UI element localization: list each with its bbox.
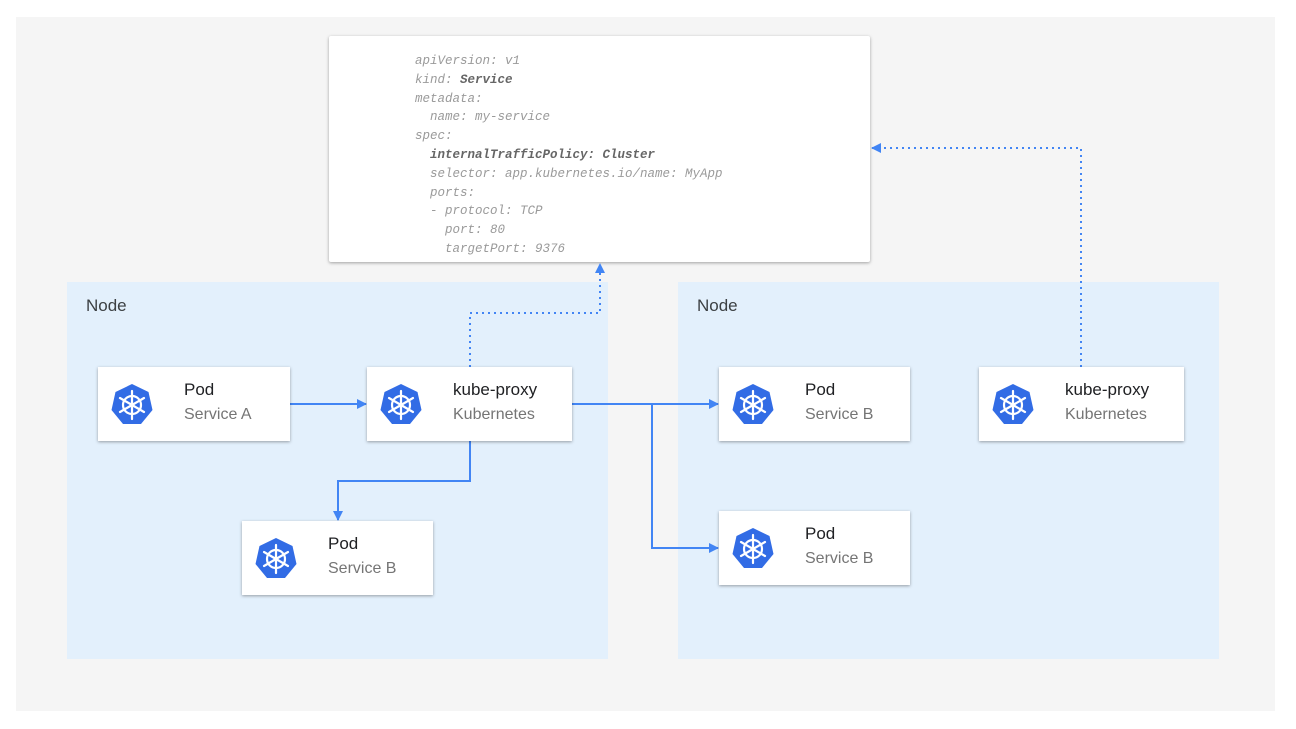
card-title: Pod	[805, 524, 835, 544]
yaml-key: internalTrafficPolicy:	[415, 148, 595, 162]
yaml-value: Service	[460, 73, 513, 87]
yaml-line: - protocol: TCP	[415, 202, 723, 221]
yaml-line: kind: Service	[415, 71, 723, 90]
yaml-value: my-service	[468, 110, 551, 124]
yaml-line: targetPort: 9376	[415, 240, 723, 259]
pod-card: PodService A	[98, 367, 290, 441]
node-label: Node	[86, 296, 127, 316]
yaml-key: port:	[415, 223, 483, 237]
pod-card: PodService B	[719, 511, 910, 585]
yaml-value: v1	[498, 54, 521, 68]
card-title: kube-proxy	[453, 380, 537, 400]
yaml-value: 80	[483, 223, 506, 237]
kubernetes-icon	[379, 383, 423, 425]
yaml-key: ports:	[415, 186, 475, 200]
node-left: Node	[67, 282, 608, 659]
yaml-line: internalTrafficPolicy: Cluster	[415, 146, 723, 165]
yaml-code: apiVersion: v1kind: Servicemetadata: nam…	[415, 52, 723, 259]
yaml-key: kind:	[415, 73, 453, 87]
yaml-key: name:	[415, 110, 468, 124]
yaml-value: Cluster	[595, 148, 655, 162]
yaml-line: metadata:	[415, 90, 723, 109]
yaml-line: spec:	[415, 127, 723, 146]
kube-proxy-card: kube-proxyKubernetes	[367, 367, 572, 441]
yaml-key: metadata:	[415, 92, 483, 106]
yaml-line: ports:	[415, 184, 723, 203]
kubernetes-icon	[254, 537, 298, 579]
yaml-key: targetPort:	[415, 242, 528, 256]
pod-card: PodService B	[719, 367, 910, 441]
card-title: Pod	[184, 380, 214, 400]
card-title: kube-proxy	[1065, 380, 1149, 400]
card-subtitle: Kubernetes	[1065, 406, 1147, 424]
yaml-line: port: 80	[415, 221, 723, 240]
yaml-line: apiVersion: v1	[415, 52, 723, 71]
kube-proxy-card: kube-proxyKubernetes	[979, 367, 1184, 441]
yaml-line: selector: app.kubernetes.io/name: MyApp	[415, 165, 723, 184]
card-subtitle: Kubernetes	[453, 406, 535, 424]
card-subtitle: Service B	[328, 560, 396, 578]
node-label: Node	[697, 296, 738, 316]
yaml-line: name: my-service	[415, 108, 723, 127]
kubernetes-icon	[731, 383, 775, 425]
kubernetes-icon	[110, 383, 154, 425]
card-title: Pod	[328, 534, 358, 554]
yaml-value: app.kubernetes.io/name: MyApp	[498, 167, 723, 181]
kubernetes-icon	[991, 383, 1035, 425]
pod-card: PodService B	[242, 521, 433, 595]
yaml-key: - protocol:	[415, 204, 513, 218]
card-subtitle: Service B	[805, 550, 873, 568]
yaml-value: 9376	[528, 242, 566, 256]
yaml-key: apiVersion:	[415, 54, 498, 68]
yaml-value: TCP	[513, 204, 543, 218]
node-right: Node	[678, 282, 1219, 659]
card-title: Pod	[805, 380, 835, 400]
service-yaml-box: apiVersion: v1kind: Servicemetadata: nam…	[329, 36, 870, 262]
card-subtitle: Service B	[805, 406, 873, 424]
yaml-key: selector:	[415, 167, 498, 181]
kubernetes-icon	[731, 527, 775, 569]
card-subtitle: Service A	[184, 406, 252, 424]
yaml-key: spec:	[415, 129, 453, 143]
